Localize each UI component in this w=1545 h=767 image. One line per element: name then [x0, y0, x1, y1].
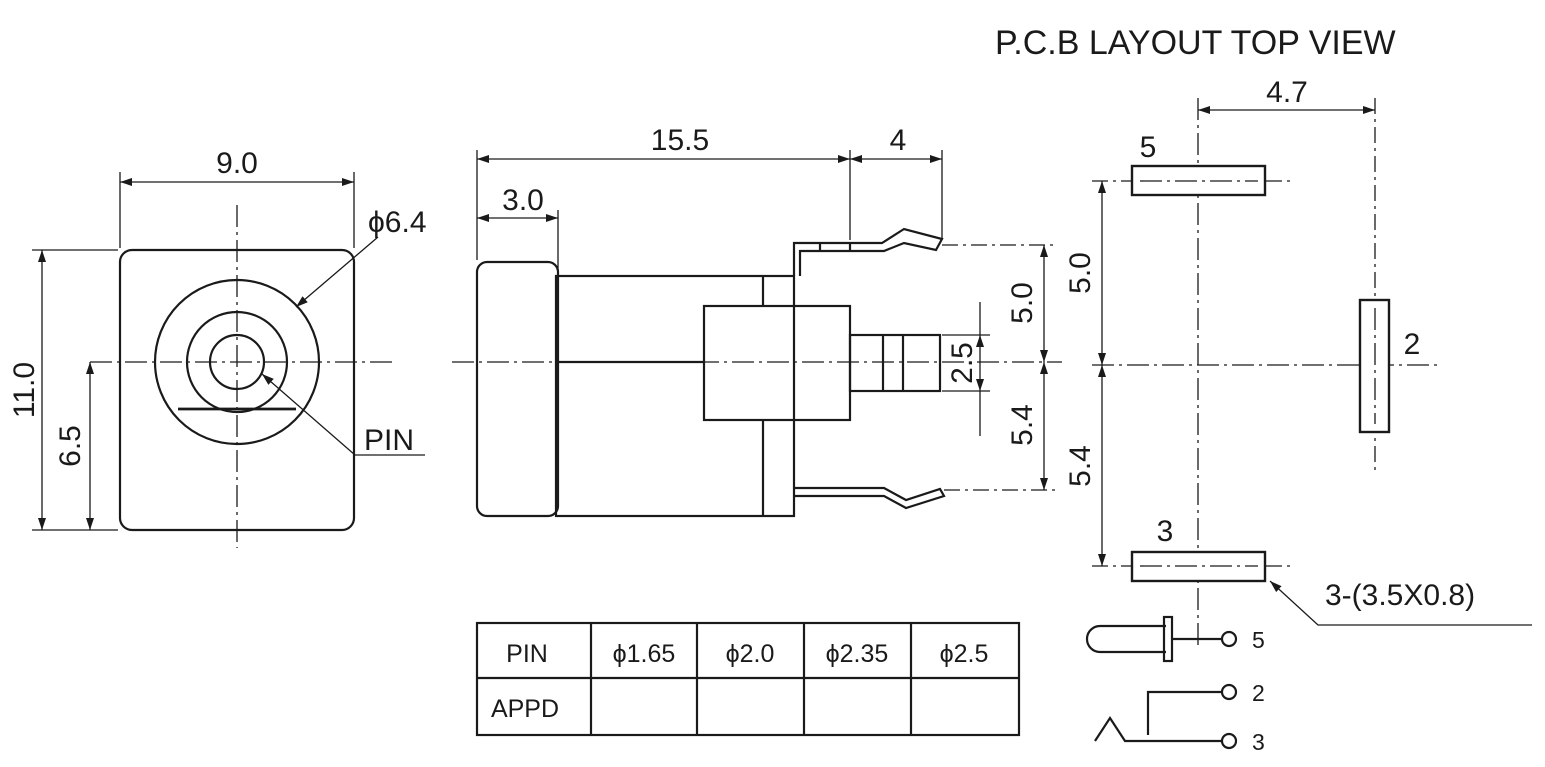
lower-pin-dimension-label: 5.4: [1006, 404, 1039, 446]
pad-2-label: 2: [1404, 328, 1421, 361]
pin-size-table: PIN APPD ϕ1.65 ϕ2.0 ϕ2.35 ϕ2.5: [475, 621, 1021, 737]
width-dimension-label: 9.0: [216, 147, 258, 180]
switch-contact: [1146, 690, 1222, 735]
table-size-cell: ϕ1.65: [613, 640, 676, 668]
pin-label: PIN: [364, 424, 414, 457]
side-front-flange: [475, 260, 560, 518]
jack-schematic-symbol: 5 2 3: [1085, 615, 1265, 755]
terminal-3-circle: [1220, 732, 1238, 750]
terminal-5-circle: [1220, 630, 1238, 648]
table-size-cell: ϕ2.35: [826, 640, 889, 668]
pin-leader-line: [261, 373, 425, 456]
pcb-layout: 5 2 3 4.7 5.0 5.4 3-(3.5X0.8): [1064, 76, 1532, 650]
pad-5-label: 5: [1140, 131, 1157, 164]
drawing-title: P.C.B LAYOUT TOP VIEW: [995, 24, 1396, 62]
table-size-cell: ϕ2.5: [940, 640, 989, 668]
sleeve-contact: [1094, 715, 1222, 743]
side-view: 15.5 4 3.0 5.0 2.5 5.4: [452, 124, 1062, 518]
side-rear-housing: [702, 304, 852, 422]
side-center-pin: [848, 333, 942, 393]
diameter-leader-line: [295, 236, 379, 308]
terminal-3-label: 3: [1252, 729, 1265, 755]
pcb-upper-dimension-label: 5.0: [1064, 252, 1097, 294]
lower-terminal: [794, 486, 946, 510]
front-dimension-label: 3.0: [502, 184, 544, 217]
table-size-cell: ϕ2.0: [726, 640, 775, 668]
pad-5: [1130, 164, 1267, 197]
tail-dimension-label: 4: [890, 124, 907, 157]
table-appd-header: APPD: [491, 695, 559, 723]
side-main-body: [554, 274, 796, 518]
pin-diameter-dimension-label: 2.5: [946, 342, 979, 384]
plug-symbol: [1085, 624, 1166, 654]
upper-terminal: [792, 227, 944, 276]
pad-note-leader: [1269, 580, 1532, 626]
upper-pin-dimension-label: 5.0: [1006, 282, 1039, 324]
terminal-2-circle: [1220, 683, 1238, 701]
front-view: 9.0 11.0 6.5 ϕ6.4 PIN: [8, 147, 427, 548]
height-dimension-label: 11.0: [8, 362, 41, 418]
terminal-2-label: 2: [1252, 680, 1265, 706]
diameter-label: ϕ6.4: [368, 206, 427, 239]
pad-3-label: 3: [1157, 515, 1174, 548]
table-pin-header: PIN: [506, 640, 548, 668]
pcb-lower-dimension-label: 5.4: [1064, 445, 1097, 487]
pad-note-label: 3-(3.5X0.8): [1325, 579, 1475, 612]
terminal-5-label: 5: [1252, 627, 1265, 653]
center-height-dimension-label: 6.5: [54, 425, 87, 467]
length-dimension-label: 15.5: [651, 124, 709, 157]
pcb-x-dimension-label: 4.7: [1266, 76, 1308, 109]
